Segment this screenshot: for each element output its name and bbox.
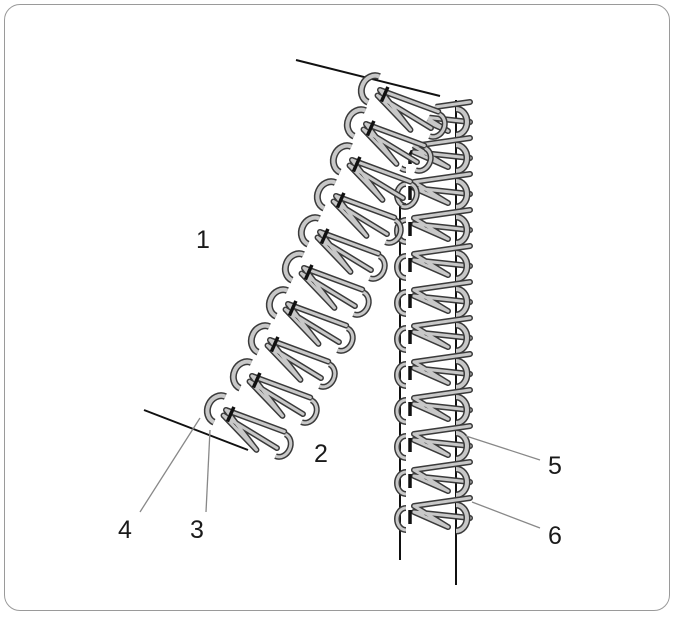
fabric-1-left-edge xyxy=(143,59,452,462)
label-5: 5 xyxy=(548,452,562,480)
label-6: 6 xyxy=(548,522,562,550)
right-overlock-stitches xyxy=(397,102,470,531)
label-2: 2 xyxy=(314,440,328,468)
fabric-2-right-edge xyxy=(397,100,470,585)
label-4: 4 xyxy=(118,516,132,544)
label-1: 1 xyxy=(196,226,210,254)
leader-lines xyxy=(139,417,541,529)
label-3: 3 xyxy=(190,516,204,544)
